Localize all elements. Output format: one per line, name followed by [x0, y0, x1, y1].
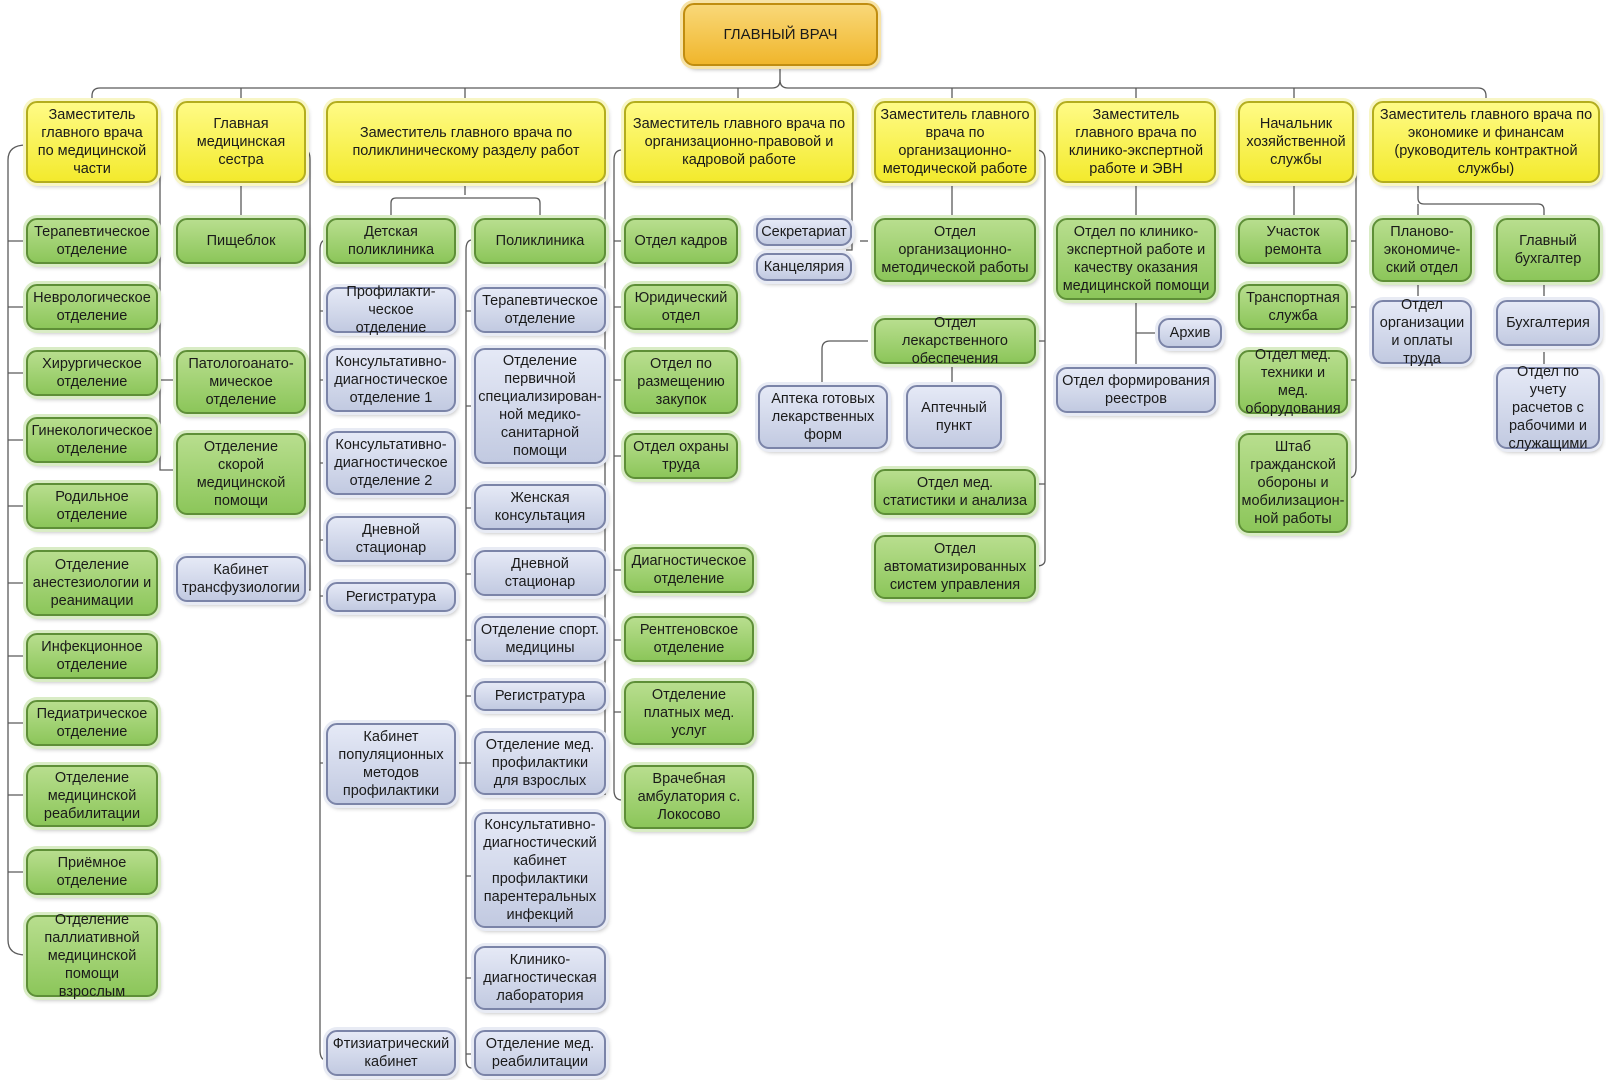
archive-box[interactable]: Архив — [1158, 318, 1222, 348]
polyclinic-unit[interactable]: Консультативно-диагностический кабинет п… — [474, 812, 606, 928]
polyclinic-unit[interactable]: Женская консультация — [474, 484, 606, 530]
medical-unit[interactable]: Гинекологическое отделение — [26, 417, 158, 463]
planning-box[interactable]: Планово-экономиче-ский отдел — [1372, 218, 1472, 282]
medical-unit[interactable]: Отделение паллиативной медицинской помощ… — [26, 912, 158, 1000]
polyclinic-unit[interactable]: Клинико-диагностическая лаборатория — [474, 946, 606, 1010]
tb-cabinet-box[interactable]: Фтизиатрический кабинет — [326, 1030, 456, 1076]
deputy-expert-box[interactable]: Заместитель главного врача по клинико-эк… — [1056, 101, 1216, 183]
pathology-box[interactable]: Патологоанато-мическое отделение — [176, 350, 306, 414]
drugs-box[interactable]: Отдел лекарственного обеспечения — [874, 315, 1036, 367]
medical-unit[interactable]: Терапевтическое отделение — [26, 218, 158, 264]
economic-head-box[interactable]: Начальник хозяйственной службы — [1238, 101, 1354, 183]
statistics-box[interactable]: Отдел мед. статистики и анализа — [874, 469, 1036, 515]
deputy-legal-box[interactable]: Заместитель главного врача по организаци… — [624, 101, 854, 183]
kitchen-box[interactable]: Пищеблок — [176, 218, 306, 264]
economic-unit[interactable]: Штаб гражданской обороны и мобилизацион-… — [1238, 433, 1348, 533]
polyclinic-unit[interactable]: Дневной стационар — [474, 550, 606, 596]
polyclinic-unit[interactable]: Отделение первичной специализирован-ной … — [474, 348, 606, 464]
quality-box[interactable]: Отдел по клинико-экспертной работе и кач… — [1056, 218, 1216, 300]
lower-unit[interactable]: Диагностическое отделение — [624, 547, 754, 593]
registry-box[interactable]: Отдел формирования реестров — [1056, 367, 1216, 413]
children-unit[interactable]: Регистратура — [326, 582, 456, 612]
chief-physician-box[interactable]: ГЛАВНЫЙ ВРАЧ — [683, 3, 878, 66]
polyclinic-unit[interactable]: Отделение мед. реабилитации — [474, 1030, 606, 1076]
chief-nurse-box[interactable]: Главная медицинская сестра — [176, 101, 306, 183]
deputy-method-box[interactable]: Заместитель главного врача по организаци… — [874, 101, 1036, 183]
medical-unit[interactable]: Отделение медицинской реабилитации — [26, 765, 158, 827]
labor-pay-box[interactable]: Отдел организации и оплаты труда — [1372, 297, 1472, 367]
ambulance-box[interactable]: Отделение скорой медицинской помощи — [176, 433, 306, 515]
lower-unit[interactable]: Рентгеновское отделение — [624, 616, 754, 662]
law-box[interactable]: Юридический отдел — [624, 284, 738, 330]
lower-unit[interactable]: Врачебная амбулатория с. Локосово — [624, 765, 754, 829]
office-box[interactable]: Канцелярия — [756, 253, 852, 281]
children-unit[interactable]: Профилакти-ческое отделение — [326, 284, 456, 336]
medical-unit[interactable]: Родильное отделение — [26, 483, 158, 529]
economic-unit[interactable]: Участок ремонта — [1238, 218, 1348, 264]
polyclinic-unit[interactable]: Регистратура — [474, 681, 606, 711]
medical-unit[interactable]: Отделение анестезиологии и реанимации — [26, 550, 158, 616]
medical-unit[interactable]: Педиатрическое отделение — [26, 700, 158, 746]
children-unit[interactable]: Консультативно-диагностическое отделение… — [326, 348, 456, 412]
transfusion-box[interactable]: Кабинет трансфузиологии — [176, 556, 306, 602]
orgmethod-box[interactable]: Отдел организационно-методической работы — [874, 218, 1036, 282]
procurement-box[interactable]: Отдел по размещению закупок — [624, 350, 738, 414]
medical-unit[interactable]: Приёмное отделение — [26, 849, 158, 895]
children-unit[interactable]: Дневной стационар — [326, 516, 456, 562]
economic-unit[interactable]: Отдел мед. техники и мед. оборудования — [1238, 347, 1348, 417]
medical-unit[interactable]: Инфекционное отделение — [26, 633, 158, 679]
asu-box[interactable]: Отдел автоматизированных систем управлен… — [874, 535, 1036, 599]
deputy-medical-box[interactable]: Заместитель главного врача по медицинско… — [26, 101, 158, 183]
lower-unit[interactable]: Отделение платных мед. услуг — [624, 681, 754, 745]
deputy-finance-box[interactable]: Заместитель главного врача по экономике … — [1372, 101, 1600, 183]
polyclinic-unit[interactable]: Отделение спорт. медицины — [474, 616, 606, 662]
payroll-box[interactable]: Отдел по учету расчетов с рабочими и слу… — [1496, 364, 1600, 452]
medical-unit[interactable]: Неврологическое отделение — [26, 284, 158, 330]
accounting-box[interactable]: Бухгалтерия — [1496, 300, 1600, 346]
chief-accountant-box[interactable]: Главный бухгалтер — [1496, 218, 1600, 282]
children-polyclinic-box[interactable]: Детская поликлиника — [326, 218, 456, 264]
prevention-cabinet-box[interactable]: Кабинет популяционных методов профилакти… — [326, 723, 456, 805]
economic-unit[interactable]: Транспортная служба — [1238, 284, 1348, 330]
secretariat-box[interactable]: Секретариат — [756, 218, 852, 246]
pharmacy-box[interactable]: Аптека готовых лекарственных форм — [758, 385, 888, 449]
pharmacy-point-box[interactable]: Аптечный пункт — [906, 385, 1002, 449]
polyclinic-unit[interactable]: Отделение мед. профилактики для взрослых — [474, 731, 606, 795]
labor-safety-box[interactable]: Отдел охраны труда — [624, 433, 738, 479]
medical-unit[interactable]: Хирургическое отделение — [26, 350, 158, 396]
polyclinic-unit[interactable]: Терапевтическое отделение — [474, 287, 606, 333]
hr-box[interactable]: Отдел кадров — [624, 218, 738, 264]
polyclinic-box[interactable]: Поликлиника — [474, 218, 606, 264]
children-unit[interactable]: Консультативно-диагностическое отделение… — [326, 431, 456, 495]
deputy-polyclinic-box[interactable]: Заместитель главного врача по поликлинич… — [326, 101, 606, 183]
